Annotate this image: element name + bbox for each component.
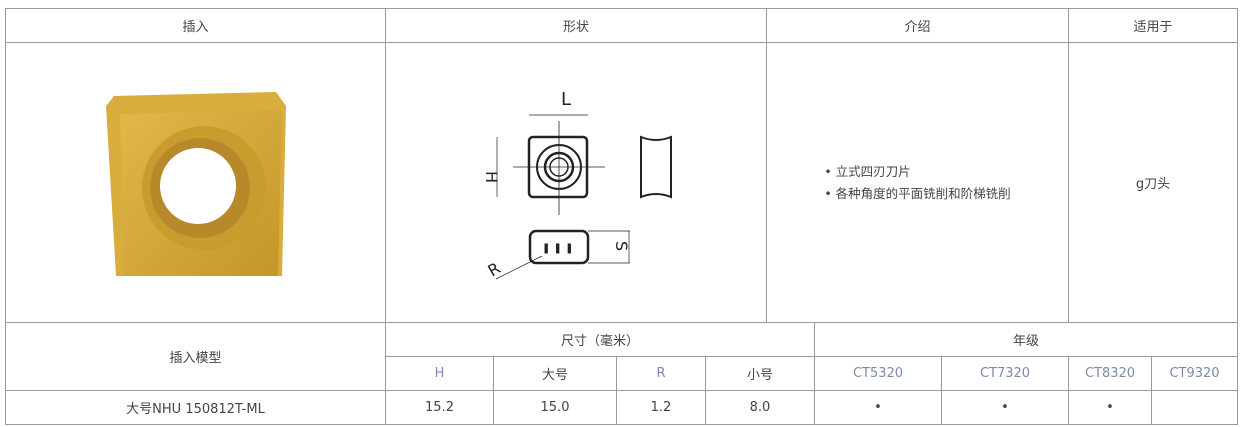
label-S: S xyxy=(612,241,631,251)
grade-col: CT8320 xyxy=(1068,356,1153,391)
label-L: L xyxy=(561,89,571,110)
svg-text:❚ ❚ ❚: ❚ ❚ ❚ xyxy=(542,243,574,254)
size-col-h: H xyxy=(385,356,494,391)
grade-col: CT7320 xyxy=(941,356,1070,391)
header-insert: 插入 xyxy=(5,8,386,43)
size-col-r: R xyxy=(616,356,706,391)
size-value: 15.0 xyxy=(493,390,617,425)
size-value: 1.2 xyxy=(616,390,706,425)
table-row: 大号NHU 150812T-ML 15.2 15.0 1.2 8.0 • • • xyxy=(5,390,1239,425)
size-header: 尺寸（毫米） xyxy=(384,322,816,357)
insert-image xyxy=(5,42,386,323)
label-H: H xyxy=(482,171,501,183)
applies-value: g刀头 xyxy=(1068,42,1238,323)
grade-col: CT5320 xyxy=(814,356,943,391)
grade-header: 年级 xyxy=(814,322,1239,357)
grade-col: CT9320 xyxy=(1151,356,1239,391)
header-applies: 适用于 xyxy=(1068,8,1238,43)
intro-cell: 立式四刃刀片 各种角度的平面铣削和阶梯铣削 xyxy=(766,42,1069,323)
model-header: 插入模型 xyxy=(5,322,386,391)
intro-item: 立式四刃刀片 xyxy=(824,161,1010,183)
shape-diagram: L H ❚ ❚ ❚ S R xyxy=(385,42,767,323)
product-table: 插入 形状 介绍 适用于 L H ❚ ❚ ❚ S R 立式四刃刀片 各种角度的平… xyxy=(5,8,1238,323)
model-value: 大号NHU 150812T-ML xyxy=(5,390,386,425)
grade-value: • xyxy=(814,390,943,425)
grade-value xyxy=(1151,390,1239,425)
size-col-small: 小号 xyxy=(704,356,816,391)
grade-value: • xyxy=(941,390,1070,425)
size-value: 8.0 xyxy=(704,390,816,425)
grade-value: • xyxy=(1068,390,1153,425)
label-R: R xyxy=(485,258,504,280)
intro-item: 各种角度的平面铣削和阶梯铣削 xyxy=(824,183,1011,205)
size-col-large: 大号 xyxy=(493,356,617,391)
header-shape: 形状 xyxy=(385,8,767,43)
header-intro: 介绍 xyxy=(766,8,1069,43)
size-value: 15.2 xyxy=(385,390,494,425)
spec-table: 插入模型 尺寸（毫米） 年级 H 大号 R 小号 CT5320 CT7320 C… xyxy=(5,322,1239,425)
